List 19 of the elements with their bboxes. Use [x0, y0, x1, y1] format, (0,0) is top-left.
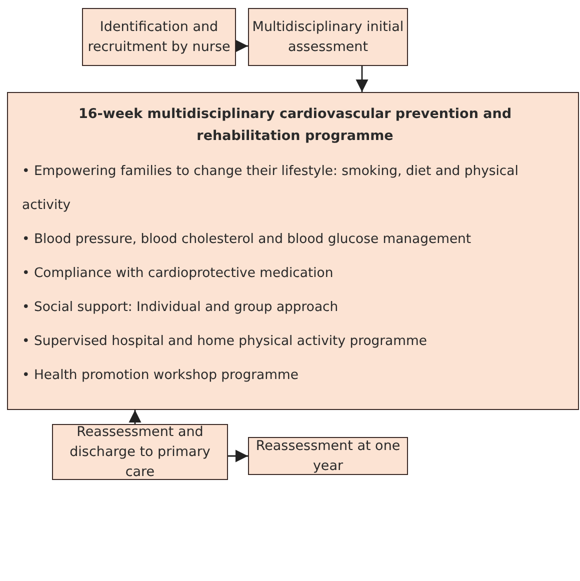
process-box [52, 424, 228, 480]
arrow [235, 40, 248, 52]
bullet-item: • Compliance with cardioprotective medication [22, 265, 334, 283]
box-label: Reassessment and discharge to primary care [68, 423, 212, 482]
bullet-item: • Social support: Individual and group approach [22, 299, 340, 317]
bullet-item: • Health promotion workshop programme [22, 367, 300, 385]
box-label: Multidisciplinary initial assessment [251, 18, 405, 57]
bullet-item: • Blood pressure, blood cholesterol and blood glucose management [22, 231, 472, 249]
box-label: Identification and recruitment by nurse [86, 18, 232, 57]
process-box [7, 92, 579, 410]
process-box [248, 8, 408, 66]
box-heading: 16-week multidisciplinary cardiovascular prevention and rehabilitation programme [77, 105, 513, 146]
arrow [128, 410, 142, 424]
arrow [228, 450, 248, 462]
arrow [356, 66, 368, 92]
bullet-item: • Empowering families to change their lifestyle: smoking, diet and physical activity [22, 163, 520, 215]
box-label: Reassessment at one year [254, 437, 402, 476]
process-box [82, 8, 236, 66]
bullet-item: • Supervised hospital and home physical activity programme [22, 333, 428, 351]
